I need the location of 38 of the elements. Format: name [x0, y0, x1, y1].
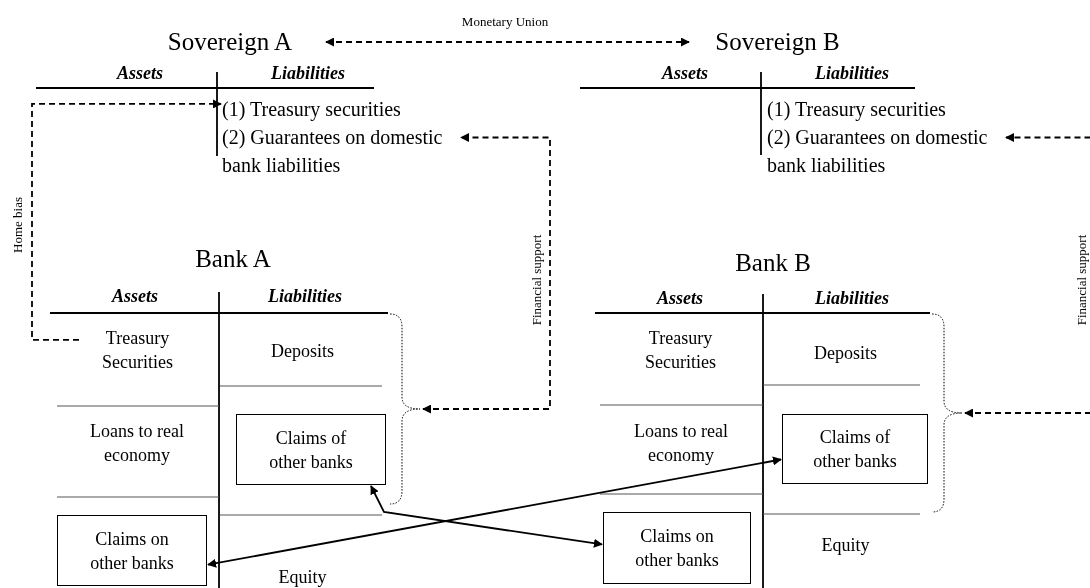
account-entry: Treasury Securities — [623, 322, 738, 378]
claims-box: Claims on other banks — [603, 512, 751, 584]
arrow — [370, 485, 603, 548]
account-entry: Deposits — [768, 338, 923, 368]
heading: Bank A — [168, 242, 298, 276]
edge-label: Financial support — [529, 232, 545, 328]
account-entry: (1) Treasury securities — [767, 95, 1027, 123]
arrow — [964, 133, 1090, 418]
column-header: Liabilities — [268, 285, 342, 307]
column-header: Liabilities — [815, 287, 889, 309]
account-entry: (2) Guarantees on domestic bank liabilities — [222, 123, 460, 181]
account-entry: Equity — [768, 530, 923, 560]
column-header: Assets — [662, 62, 708, 84]
account-entry: Loans to real economy — [616, 415, 746, 471]
claims-box: Claims on other banks — [57, 515, 207, 586]
claims-box: Claims of other banks — [236, 414, 386, 485]
account-entry: (2) Guarantees on domestic bank liabilities — [767, 123, 1005, 181]
account-entry: Equity — [225, 566, 380, 588]
claims-box: Claims of other banks — [782, 414, 928, 484]
column-header: Assets — [112, 285, 158, 307]
column-header: Assets — [657, 287, 703, 309]
arrow — [207, 456, 782, 568]
column-header: Liabilities — [815, 62, 889, 84]
column-header: Assets — [117, 62, 163, 84]
arrow — [325, 37, 690, 47]
arrow — [422, 133, 551, 414]
heading: Sovereign B — [690, 24, 865, 60]
account-entry: Deposits — [225, 336, 380, 366]
column-header: Liabilities — [271, 62, 345, 84]
account-entry: Loans to real economy — [72, 415, 202, 471]
heading: Bank B — [708, 246, 838, 280]
edge-label: Financial support — [1074, 232, 1090, 328]
heading: Sovereign A — [135, 24, 325, 60]
arrow — [31, 99, 222, 341]
curly-brace — [930, 313, 964, 513]
account-entry: Treasury Securities — [80, 322, 195, 378]
curly-brace — [388, 313, 422, 505]
account-entry: (1) Treasury securities — [222, 95, 482, 123]
